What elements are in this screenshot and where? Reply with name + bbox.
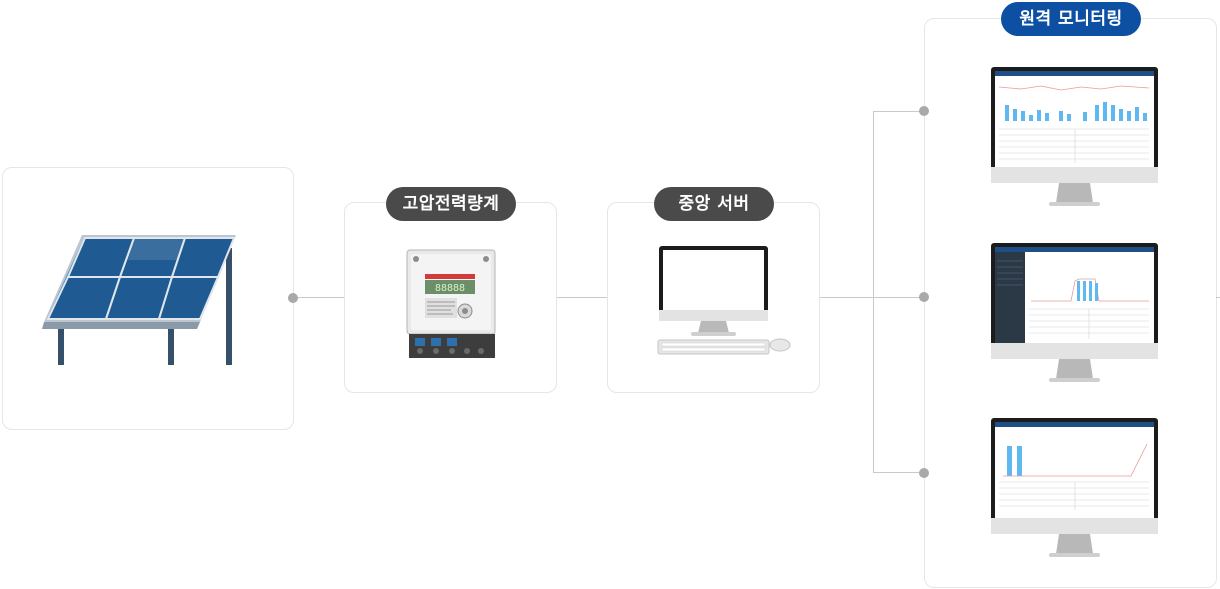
server-label: 중앙 서버 — [654, 187, 774, 221]
monitoring-screen-icon — [991, 418, 1158, 557]
desktop-computer-icon — [659, 246, 768, 336]
solar-panel-icon — [42, 235, 236, 365]
connector-branch-top — [873, 111, 924, 112]
meter-label: 고압전력량계 — [386, 187, 516, 221]
connector-dot-solar — [288, 293, 298, 303]
connector-branch-bottom — [873, 472, 924, 473]
monitoring-screen-icon — [991, 67, 1158, 206]
connector-solar-meter — [293, 297, 344, 298]
svg-text:88888: 88888 — [435, 283, 465, 294]
connector-server-monitoring — [820, 297, 924, 298]
connector-dot-monitor-middle — [919, 292, 929, 302]
power-meter-icon: 88888 — [406, 249, 496, 358]
connector-right-stub — [1216, 297, 1220, 298]
mouse-icon — [769, 338, 791, 352]
monitoring-screen-icon — [991, 243, 1158, 382]
connector-meter-server — [557, 297, 607, 298]
connector-dot-monitor-bottom — [919, 468, 929, 478]
connector-dot-monitor-top — [919, 106, 929, 116]
connector-vertical-trunk — [873, 111, 874, 473]
keyboard-icon — [657, 339, 770, 355]
monitoring-label: 원격 모니터링 — [1001, 2, 1141, 36]
